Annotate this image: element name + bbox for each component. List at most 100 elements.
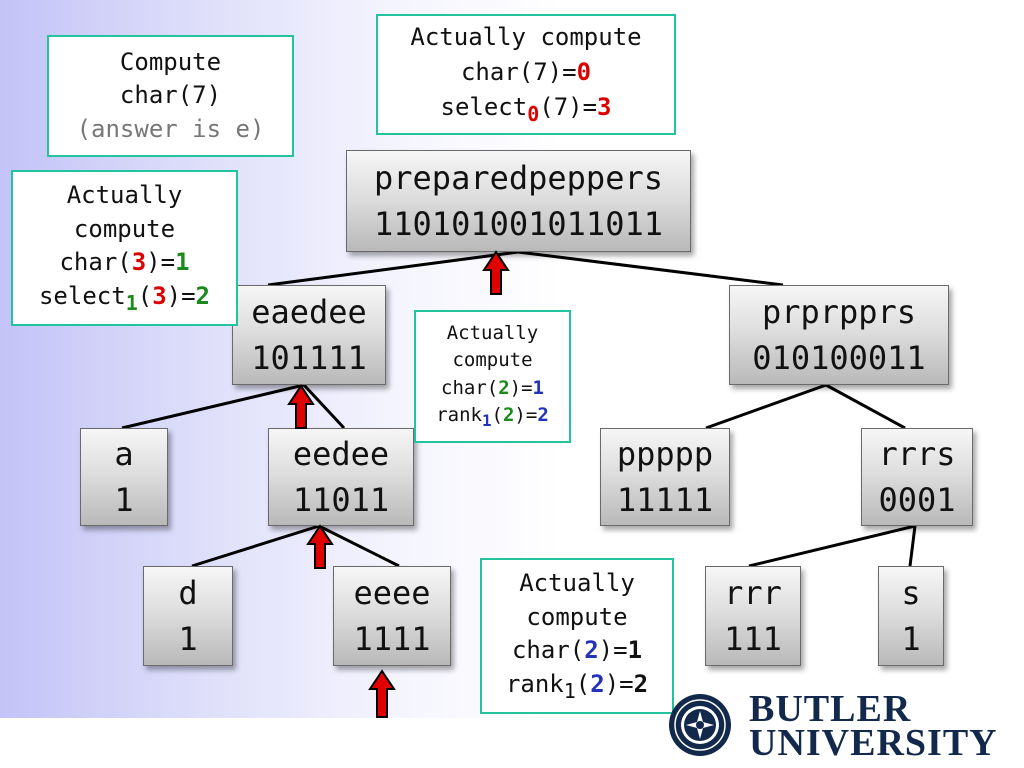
select-open: ( xyxy=(137,281,153,310)
edge-root-prprpprs xyxy=(517,250,784,287)
arrow-up-icon xyxy=(482,250,510,295)
node-a: a 1 xyxy=(80,428,168,526)
node-ppppp-label: ppppp xyxy=(616,434,714,473)
note-root-char: char(7)=0 xyxy=(461,55,591,90)
arrow-up-icon xyxy=(287,384,315,429)
note-eedee-char: char(2)=1 xyxy=(441,375,544,403)
edge-root-eaedee xyxy=(267,250,519,287)
node-root-bits: 110101001011011 xyxy=(374,205,663,243)
note-eeee-computation: Actually compute char(2)=1 rank1(2)=2 xyxy=(480,558,674,714)
note-compute-char: Compute char(7) (answer is e) xyxy=(47,35,294,157)
note-eeee-heading1: Actually xyxy=(519,569,635,598)
node-a-label: a xyxy=(114,434,134,473)
note-compute-char-line2: char(7) xyxy=(119,81,222,110)
edge-rrrs-rrr xyxy=(748,524,916,568)
node-ppppp-bits: 11111 xyxy=(616,481,714,519)
note-eeee-char: char(2)=1 xyxy=(512,634,642,668)
char-result: 1 xyxy=(627,636,643,665)
char-argument: 2 xyxy=(584,636,599,665)
select-result: 3 xyxy=(597,92,612,121)
node-eedee: eedee 11011 xyxy=(268,428,414,526)
select-label: select xyxy=(440,92,528,121)
edge-eaedee-eedee xyxy=(302,383,346,430)
note-eedee-heading1: Actually xyxy=(446,321,539,344)
node-rrrs: rrrs 0001 xyxy=(861,428,973,526)
select-argument: (7)= xyxy=(539,92,598,121)
node-eedee-label: eedee xyxy=(292,434,390,473)
edge-prprpprs-ppppp xyxy=(705,383,827,430)
char-equals: )= xyxy=(598,636,628,665)
edge-eedee-eeee xyxy=(318,524,400,568)
note-eedee-heading2: compute xyxy=(452,349,533,372)
rank-open: ( xyxy=(491,404,503,427)
select-argument: 3 xyxy=(152,281,167,310)
note-eaedee-heading2: compute xyxy=(73,214,176,243)
rank-argument: 2 xyxy=(502,404,515,427)
note-eedee-computation: Actually compute char(2)=1 rank1(2)=2 xyxy=(414,310,571,443)
char-result: 0 xyxy=(576,58,592,87)
node-root-label: preparedpeppers xyxy=(374,158,663,197)
university-seal-icon xyxy=(669,694,731,756)
note-eaedee-heading1: Actually xyxy=(66,181,183,210)
node-eedee-bits: 11011 xyxy=(292,481,390,519)
note-eeee-heading2: compute xyxy=(526,602,628,631)
note-compute-char-line1: Compute xyxy=(119,47,222,76)
node-s: s 1 xyxy=(878,566,944,666)
edge-prprpprs-rrrs xyxy=(825,383,906,430)
node-eeee: eeee 1111 xyxy=(333,566,451,666)
node-eeee-label: eeee xyxy=(353,573,431,612)
note-eeee-rank: rank1(2)=2 xyxy=(506,668,648,705)
char-argument: 3 xyxy=(131,248,147,277)
note-compute-char-answer: (answer is e) xyxy=(76,114,265,143)
node-s-bits: 1 xyxy=(901,620,921,658)
node-root: preparedpeppers 110101001011011 xyxy=(346,150,691,252)
rank-subscript: 1 xyxy=(563,678,576,703)
char-result: 1 xyxy=(175,248,190,277)
node-rrr-label: rrr xyxy=(724,573,782,612)
logo-text-butler: BUTLER xyxy=(749,688,912,730)
node-a-bits: 1 xyxy=(114,481,134,519)
node-ppppp: ppppp 11111 xyxy=(600,428,730,526)
rank-open: ( xyxy=(575,669,591,698)
rank-argument: 2 xyxy=(590,669,605,698)
note-eaedee-select: select1(3)=2 xyxy=(39,280,210,317)
select-result: 2 xyxy=(195,281,210,310)
node-d-bits: 1 xyxy=(178,620,198,658)
node-rrrs-bits: 0001 xyxy=(878,481,956,519)
note-eaedee-computation: Actually compute char(3)=1 select1(3)=2 xyxy=(11,170,238,326)
node-d-label: d xyxy=(178,573,198,612)
char-result: 1 xyxy=(532,376,544,399)
node-d: d 1 xyxy=(143,566,233,666)
rank-equals: )= xyxy=(514,404,538,427)
node-eeee-bits: 1111 xyxy=(353,620,431,658)
char-label: char( xyxy=(441,376,499,399)
note-root-heading: Actually compute xyxy=(410,23,642,52)
logo-text-university: UNIVERSITY xyxy=(749,722,998,764)
edge-rrrs-s xyxy=(908,525,917,567)
arrow-up-icon xyxy=(306,524,334,569)
node-eaedee-label: eaedee xyxy=(251,292,367,331)
select-equals: )= xyxy=(166,281,196,310)
note-root-computation: Actually compute char(7)=0 select0(7)=3 xyxy=(376,14,676,135)
select-subscript: 1 xyxy=(125,290,138,315)
node-prprpprs: prprpprs 010100011 xyxy=(729,285,949,385)
rank-label: rank xyxy=(505,669,564,698)
node-rrr-bits: 111 xyxy=(724,620,782,658)
rank-label: rank xyxy=(436,404,482,427)
rank-equals: )= xyxy=(604,669,634,698)
note-eedee-rank: rank1(2)=2 xyxy=(436,402,549,433)
node-eaedee: eaedee 101111 xyxy=(232,285,386,385)
node-rrr: rrr 111 xyxy=(705,566,801,666)
char-expression: char(7)= xyxy=(460,58,577,87)
node-prprpprs-bits: 010100011 xyxy=(752,339,926,377)
rank-result: 2 xyxy=(537,404,549,427)
edge-eaedee-a xyxy=(121,383,305,430)
note-root-select: select0(7)=3 xyxy=(441,90,612,129)
node-prprpprs-label: prprpprs xyxy=(761,292,917,331)
char-label: char( xyxy=(511,636,585,665)
node-s-label: s xyxy=(901,573,921,612)
char-argument: 2 xyxy=(498,376,510,399)
node-rrrs-label: rrrs xyxy=(878,434,956,473)
select-subscript: 0 xyxy=(527,101,540,126)
